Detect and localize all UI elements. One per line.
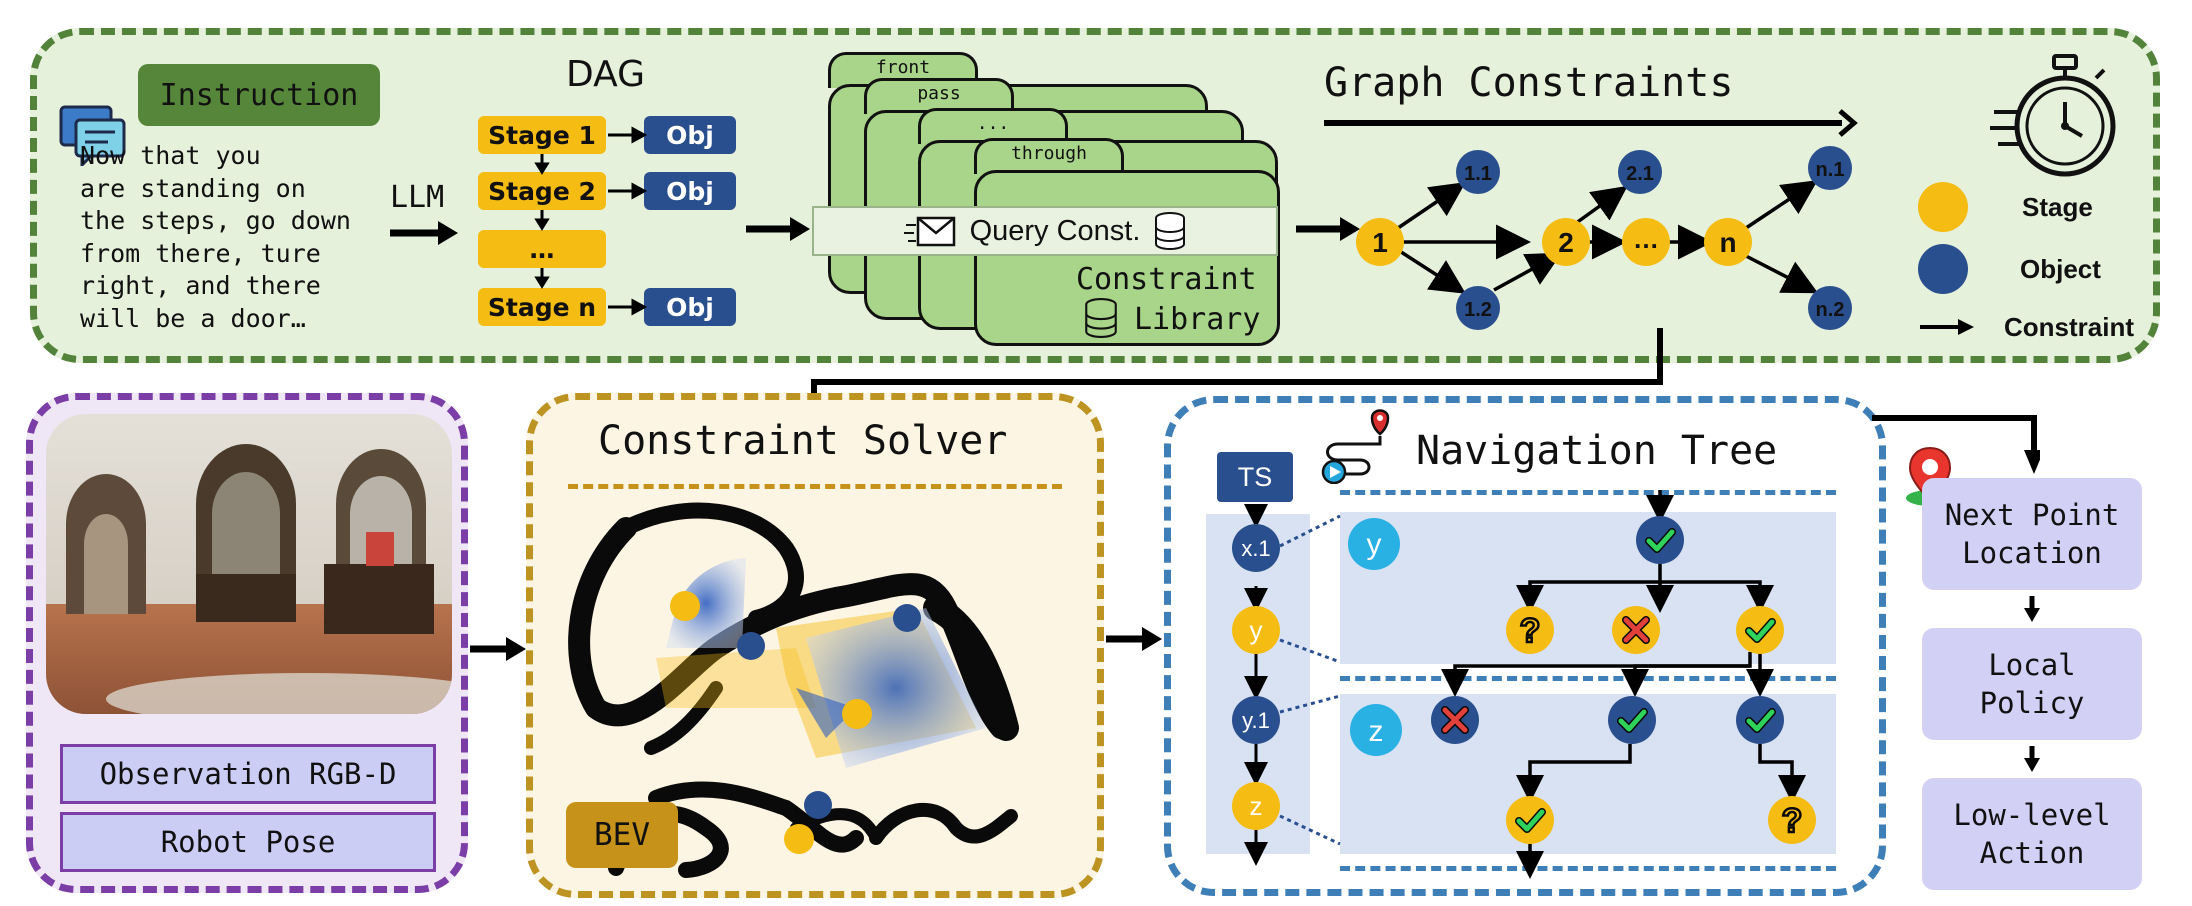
robot-pose-box: Robot Pose xyxy=(60,812,436,872)
legend-stage-label: Stage xyxy=(2022,192,2093,222)
policy-to-action-arrow xyxy=(2024,746,2040,772)
stage-node-ellipsis xyxy=(1622,218,1670,266)
question-icon: ? xyxy=(1520,612,1541,650)
database-icon xyxy=(1155,212,1186,250)
bev-stage-marker-1 xyxy=(670,591,700,621)
legend-constraint-arrow xyxy=(1920,319,1974,335)
navigation-tree-graph: x.1 y y.1 z y z ? ? xyxy=(1232,490,1816,879)
tree-to-next-point-arrow xyxy=(1872,415,2040,474)
lane-y-badge xyxy=(1348,518,1400,570)
instruction-text: Now that you are standing on the steps, … xyxy=(80,141,351,333)
seq-node-y1 xyxy=(1232,696,1280,744)
dag-stage-ellipsis: … xyxy=(478,230,606,268)
bev-stage-marker-2 xyxy=(842,699,872,729)
object-node-1-2 xyxy=(1456,286,1500,330)
solver-title-divider xyxy=(568,484,1062,489)
object-node-n-2-label: n.2 xyxy=(1816,299,1845,321)
stage-node-1 xyxy=(1356,218,1404,266)
library-to-graph-arrow xyxy=(1296,217,1360,241)
navigation-tree-title: Navigation Tree xyxy=(1416,428,1778,474)
dag-arrows xyxy=(534,126,648,316)
library-database-icon xyxy=(1085,298,1117,338)
dag-to-library-arrow xyxy=(746,217,810,241)
timeline-arrow xyxy=(1324,109,1858,137)
legend-object-label: Object xyxy=(2020,254,2101,284)
bev-tag: BEV xyxy=(566,802,678,868)
llm-label: LLM xyxy=(390,180,445,215)
tree-bottom-divider xyxy=(1340,866,1836,871)
seq-node-x1-label: x.1 xyxy=(1241,536,1270,561)
stage-node-2 xyxy=(1542,218,1590,266)
card-tab-through: through xyxy=(974,138,1124,174)
lane-y-badge-label: y xyxy=(1367,528,1382,561)
constraint-library-title-1: Constraint xyxy=(1076,262,1257,297)
constraint-solver-title: Constraint Solver xyxy=(598,418,1008,464)
dag-stage-2: Stage 2 xyxy=(478,172,606,210)
dag-stage-1: Stage 1 xyxy=(478,116,606,154)
bev-object-marker-1 xyxy=(737,632,765,660)
constraint-card-through xyxy=(974,170,1280,346)
lane-z-badge-label: z xyxy=(1369,715,1384,748)
ts-tag: TS xyxy=(1217,452,1293,502)
dag-obj-n: Obj xyxy=(644,288,736,326)
observation-rgbd-box: Observation RGB-D xyxy=(60,744,436,804)
seq-node-x1 xyxy=(1232,524,1280,572)
object-node-n-2 xyxy=(1808,286,1852,330)
bev-object-marker-2 xyxy=(893,604,921,632)
envelope-icon xyxy=(903,216,955,247)
object-node-1-2-label: 1.2 xyxy=(1464,299,1492,321)
graph-constraints-title: Graph Constraints xyxy=(1324,60,1734,106)
solver-to-tree-arrow xyxy=(1106,627,1162,651)
seq-node-y1-label: y.1 xyxy=(1242,708,1270,733)
seq-node-z xyxy=(1232,782,1280,830)
chat-icon xyxy=(59,105,126,166)
next-point-location-box: Next Point Location xyxy=(1922,478,2142,590)
object-node-1-1 xyxy=(1456,150,1500,194)
legend-object-swatch xyxy=(1918,244,1968,294)
dag-stage-n: Stage n xyxy=(478,288,606,326)
bev-stage-marker-3 xyxy=(784,824,814,854)
low-level-action-box: Low-level Action xyxy=(1922,778,2142,890)
query-const-bar: Query Const. xyxy=(812,206,1278,256)
seq-node-y xyxy=(1232,606,1280,654)
object-node-1-1-label: 1.1 xyxy=(1464,163,1492,185)
stage-node-1-label: 1 xyxy=(1372,227,1388,258)
observation-image xyxy=(46,414,452,714)
seq-node-z-label: z xyxy=(1250,791,1263,821)
stopwatch-icon xyxy=(1990,54,2116,177)
constraint-graph: 1 1.1 1.2 2 2.1 … n n.1 n.2 xyxy=(1356,146,1852,330)
next-to-policy-arrow xyxy=(2024,596,2040,622)
object-node-2-1-label: 2.1 xyxy=(1626,163,1654,185)
legend-constraint-label: Constraint xyxy=(2004,312,2134,342)
tree-top-divider xyxy=(1340,490,1836,495)
tree-y-unknown-node xyxy=(1506,606,1554,654)
stage-node-n xyxy=(1704,218,1752,266)
tree-leaf-unknown-node xyxy=(1768,796,1816,844)
bev-object-marker-3 xyxy=(804,791,832,819)
dag-title: DAG xyxy=(566,54,645,95)
query-const-label: Query Const. xyxy=(969,214,1141,247)
obs-to-solver-arrow xyxy=(470,637,526,661)
stage-node-ellipsis-label: … xyxy=(1633,224,1659,254)
object-node-2-1 xyxy=(1618,150,1662,194)
constraint-library-title-2: Library xyxy=(1134,302,1261,337)
seq-node-y-label: y xyxy=(1250,615,1263,645)
stage-node-2-label: 2 xyxy=(1558,227,1574,258)
bev-map xyxy=(568,502,1019,878)
tree-mid-divider xyxy=(1340,676,1836,681)
dag-obj-1: Obj xyxy=(644,116,736,154)
legend-stage-swatch xyxy=(1918,182,1968,232)
stage-node-n-label: n xyxy=(1719,227,1736,258)
instruction-tag: Instruction xyxy=(138,64,380,126)
object-node-n-1-label: n.1 xyxy=(1816,159,1845,181)
route-icon xyxy=(1321,409,1390,484)
object-node-n-1 xyxy=(1808,146,1852,190)
local-policy-box: Local Policy xyxy=(1922,628,2142,740)
lane-z-badge xyxy=(1350,704,1402,756)
question-icon-2: ? xyxy=(1782,802,1803,840)
dag-obj-2: Obj xyxy=(644,172,736,210)
llm-arrow xyxy=(390,221,458,245)
